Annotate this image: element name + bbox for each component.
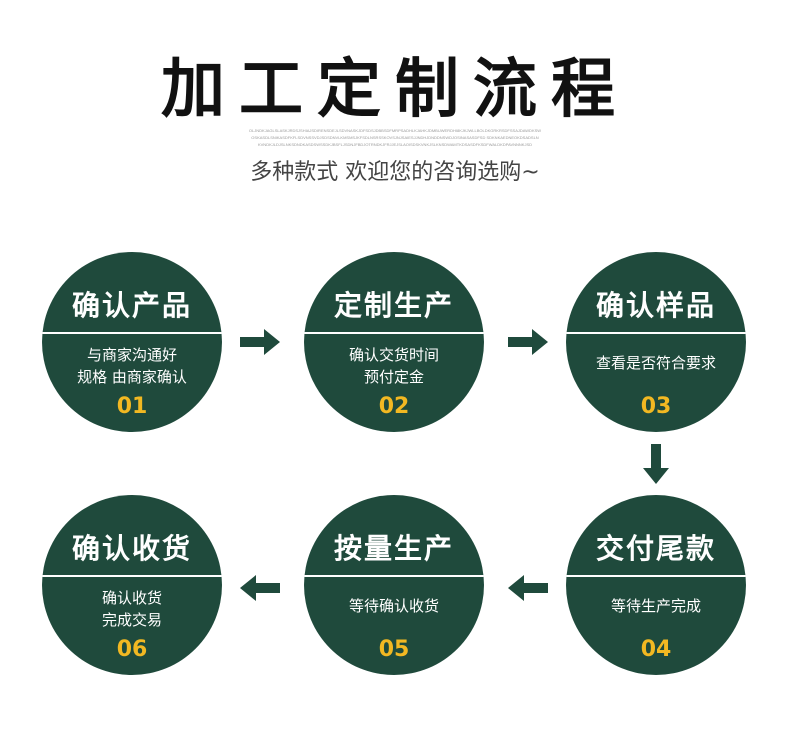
step-1-description: 与商家沟通好 规格 由商家确认	[42, 344, 222, 388]
fine-print-line-3: KVNDKJLDJSLNKSDNDKASDSWSSDKJBSFLJSDNJFBD…	[257, 142, 533, 147]
step-1-title: 确认产品	[71, 289, 192, 322]
arrow-left-icon	[240, 575, 280, 601]
step-2-desc-line-2: 预付定金	[363, 368, 424, 386]
step-6-title: 确认收货	[71, 532, 192, 565]
step-4-circle: 交付尾款 等待生产完成 04	[566, 495, 746, 675]
step-4-description: 等待生产完成	[566, 595, 746, 617]
step-5-title: 按量生产	[333, 532, 454, 565]
step-6-circle: 确认收货 确认收货 完成交易 06	[42, 495, 222, 675]
step-4-desc-line-1: 等待生产完成	[610, 597, 701, 615]
arrow-down-icon	[643, 444, 669, 484]
step-3-circle: 确认样品 查看是否符合要求 03	[566, 252, 746, 432]
step-2-circle: 定制生产 确认交货时间 预付定金 02	[304, 252, 484, 432]
step-1-circle: 确认产品 与商家沟通好 规格 由商家确认 01	[42, 252, 222, 432]
step-5-desc-line-1: 等待确认收货	[348, 597, 439, 615]
step-3-description: 查看是否符合要求	[566, 352, 746, 374]
step-6-number: 06	[116, 637, 148, 662]
step-5-circle: 按量生产 等待确认收货 05	[304, 495, 484, 675]
subtitle: 多种款式 欢迎您的咨询选购~	[250, 160, 540, 185]
step-1-desc-line-2: 规格 由商家确认	[77, 368, 187, 386]
fine-print-line-1: OLJNDKJAGLSLASKJRDSJSHIAJSDIRENSDEJLSDVN…	[248, 128, 542, 133]
step-4-title: 交付尾款	[595, 532, 716, 565]
step-2-description: 确认交货时间 预付定金	[304, 344, 484, 388]
step-2-number: 02	[378, 394, 410, 419]
step-1-number: 01	[116, 394, 148, 419]
step-3-desc-line-1: 查看是否符合要求	[595, 354, 716, 372]
step-5-number: 05	[378, 637, 410, 662]
step-2-divider	[304, 332, 484, 334]
step-1-divider	[42, 332, 222, 334]
step-3-title: 确认样品	[595, 289, 716, 322]
step-6-desc-line-1: 确认收货	[101, 589, 162, 607]
step-3-divider	[566, 332, 746, 334]
arrow-left-icon	[508, 575, 548, 601]
step-1-desc-line-1: 与商家沟通好	[86, 346, 177, 364]
step-6-desc-line-2: 完成交易	[101, 611, 162, 629]
fine-print-line-2: OSKASDLSNIKASDFKFLSDVNSSVDJSDSDNVLKMSMSJ…	[251, 135, 539, 140]
step-6-divider	[42, 575, 222, 577]
step-2-title: 定制生产	[333, 289, 454, 322]
step-6-description: 确认收货 完成交易	[42, 587, 222, 631]
step-3-number: 03	[640, 394, 672, 419]
step-4-divider	[566, 575, 746, 577]
step-2-desc-line-1: 确认交货时间	[348, 346, 439, 364]
arrow-right-icon	[508, 329, 548, 355]
step-5-description: 等待确认收货	[304, 595, 484, 617]
step-4-number: 04	[640, 637, 672, 662]
step-5-divider	[304, 575, 484, 577]
arrow-right-icon	[240, 329, 280, 355]
page-title: 加工定制流程	[161, 53, 629, 127]
